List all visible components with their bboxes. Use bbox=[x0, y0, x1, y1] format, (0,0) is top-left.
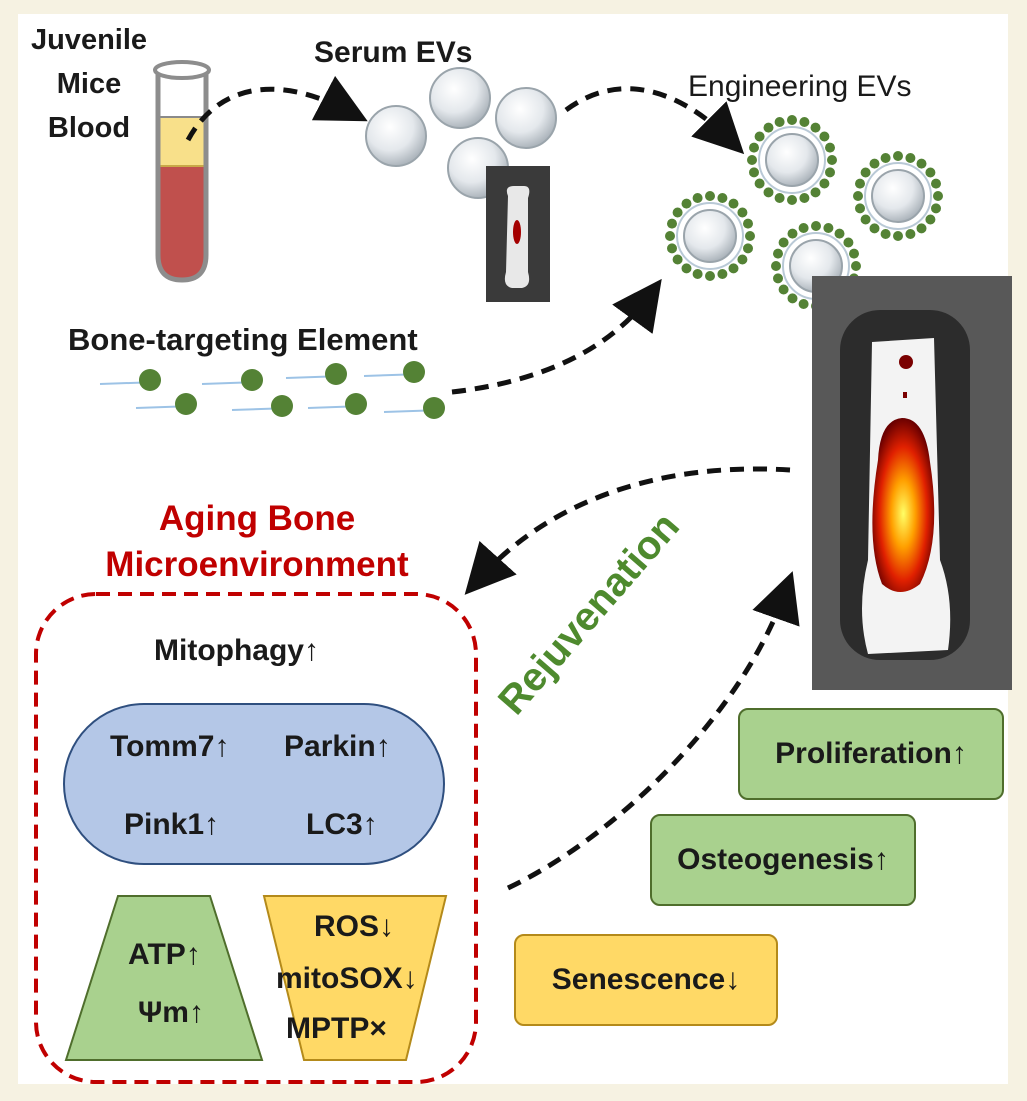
ligand-5 bbox=[135, 393, 197, 415]
aging-bone-line: Aging Bone bbox=[158, 499, 356, 538]
arrow-to-aging bbox=[464, 466, 791, 595]
ligand-6 bbox=[231, 395, 293, 417]
engineering-evs-label: Engineering EVs bbox=[688, 70, 912, 103]
blood-line: Blood bbox=[47, 112, 131, 144]
juvenile-line: Juvenile bbox=[30, 24, 148, 56]
mice-line: Mice bbox=[56, 68, 122, 100]
bone-targeting-label: Bone-targeting Element bbox=[68, 322, 418, 357]
ligand-7 bbox=[307, 393, 367, 415]
ligand-2 bbox=[201, 369, 263, 391]
large-bone-image bbox=[812, 276, 1012, 690]
senescence-box: Senescence↓ bbox=[514, 934, 778, 1026]
pink1-label: Pink1↑ bbox=[124, 808, 220, 841]
aging-bone-title: Aging Bone Microenvironment bbox=[74, 496, 440, 588]
juvenile-blood-label: Juvenile Mice Blood bbox=[14, 18, 164, 150]
ros-label: ROS↓ bbox=[314, 910, 395, 943]
psi-m-label: Ψm↑ bbox=[138, 996, 204, 1029]
arrow-ligand-to-engineering bbox=[451, 278, 662, 395]
engineered-ev-1 bbox=[747, 115, 837, 205]
small-bone-image bbox=[486, 166, 550, 302]
arrow-rejuvenation bbox=[506, 571, 800, 891]
proliferation-box: Proliferation↑ bbox=[738, 708, 1004, 800]
arrow-serum-to-engineering bbox=[564, 86, 745, 155]
atp-trapezoid bbox=[64, 895, 264, 1061]
ligand-8 bbox=[383, 397, 445, 419]
aging-box bbox=[34, 592, 478, 1084]
bone-targeting-ligands bbox=[99, 361, 445, 419]
ligand-3 bbox=[285, 363, 347, 385]
mitophagy-label: Mitophagy↑ bbox=[154, 634, 319, 667]
ros-trapezoid bbox=[262, 895, 448, 1061]
engineered-ev-3 bbox=[665, 191, 755, 281]
serum-evs-label: Serum EVs bbox=[314, 36, 473, 69]
ligand-4 bbox=[363, 361, 425, 383]
mitophagy-markers-box bbox=[63, 703, 445, 865]
osteogenesis-box: Osteogenesis↑ bbox=[650, 814, 916, 906]
mptp-label: MPTP× bbox=[286, 1012, 387, 1045]
parkin-label: Parkin↑ bbox=[284, 730, 391, 763]
mitosox-label: mitoSOX↓ bbox=[276, 962, 418, 995]
arrow-tube-to-evs bbox=[185, 75, 368, 142]
lc3-label: LC3↑ bbox=[306, 808, 378, 841]
atp-label: ATP↑ bbox=[128, 938, 201, 971]
blood-tube bbox=[153, 60, 211, 283]
tomm7-label: Tomm7↑ bbox=[110, 730, 230, 763]
ligand-1 bbox=[99, 369, 161, 391]
microenvironment-line: Microenvironment bbox=[105, 545, 409, 584]
engineered-ev-2 bbox=[853, 151, 943, 241]
